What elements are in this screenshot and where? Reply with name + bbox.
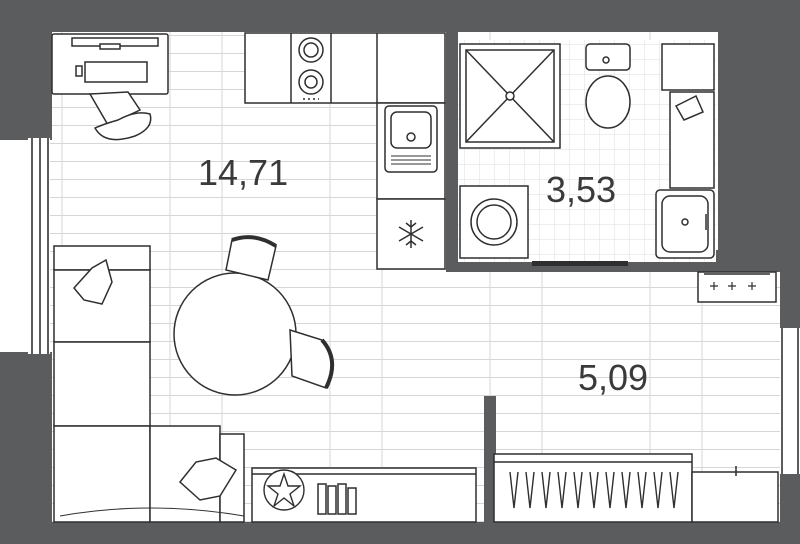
washing-machine — [459, 185, 529, 259]
bathroom-cabinet — [661, 43, 715, 189]
snowflake-icon — [398, 220, 424, 248]
hangers — [509, 471, 679, 509]
sofa — [53, 245, 245, 523]
shower-tray — [459, 43, 561, 149]
window-right — [780, 328, 800, 474]
area-label-living: 14,71 — [198, 152, 288, 193]
dining-table — [173, 272, 297, 396]
wall-rack — [697, 271, 777, 303]
washbasin — [655, 189, 715, 259]
cushion-top — [73, 258, 113, 305]
bathroom-door-threshold — [532, 261, 628, 266]
toilet — [585, 43, 631, 129]
kitchen-sink — [384, 105, 438, 173]
window-left — [28, 138, 50, 354]
desk — [51, 33, 169, 95]
flower-icon — [263, 469, 305, 511]
dining-chair-top — [225, 235, 278, 281]
cushion-bottom — [178, 457, 238, 501]
area-label-bathroom: 3,53 — [546, 169, 616, 210]
wardrobe — [493, 453, 779, 523]
cooktop — [298, 37, 324, 100]
desk-chair — [88, 91, 152, 141]
area-label-hallway: 5,09 — [578, 357, 648, 398]
dining-chair-right — [289, 328, 334, 389]
